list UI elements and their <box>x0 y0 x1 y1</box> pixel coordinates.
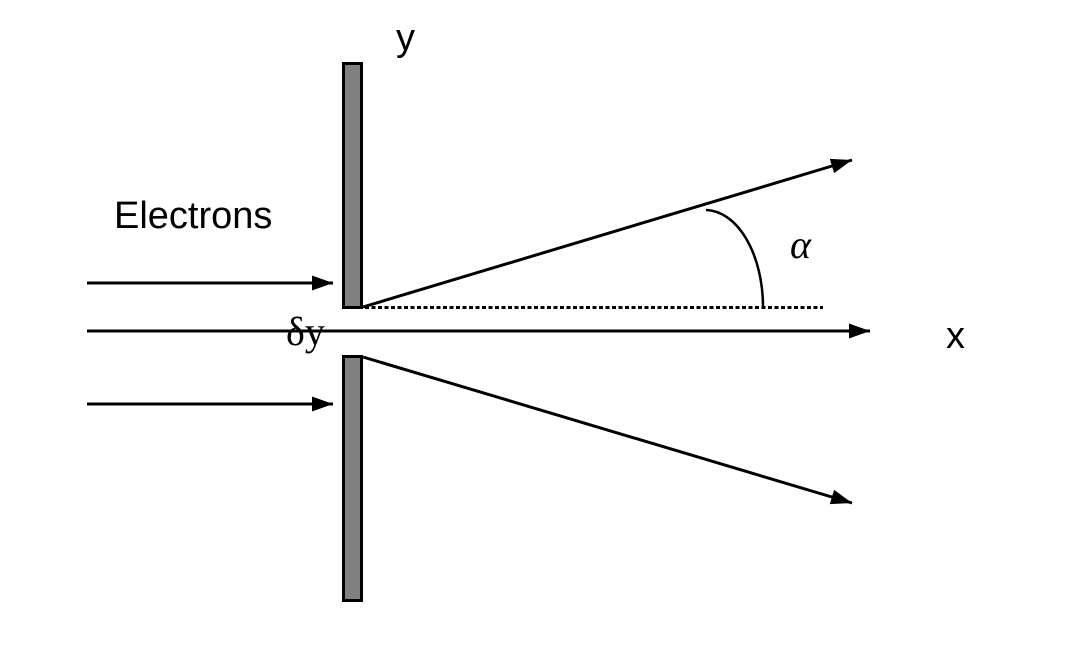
diffracted-ray-lower <box>362 355 853 505</box>
slit-width-label: δy <box>286 309 325 354</box>
diffracted-ray-upper <box>362 158 853 309</box>
x-axis-label: x <box>946 315 965 357</box>
upper-barrier-plate <box>342 62 363 309</box>
angle-arc <box>705 208 765 307</box>
electrons-label: Electrons <box>114 195 272 237</box>
y-axis-label: y <box>396 17 415 59</box>
lower-barrier-plate <box>342 355 363 602</box>
angle-label: α <box>790 222 812 267</box>
